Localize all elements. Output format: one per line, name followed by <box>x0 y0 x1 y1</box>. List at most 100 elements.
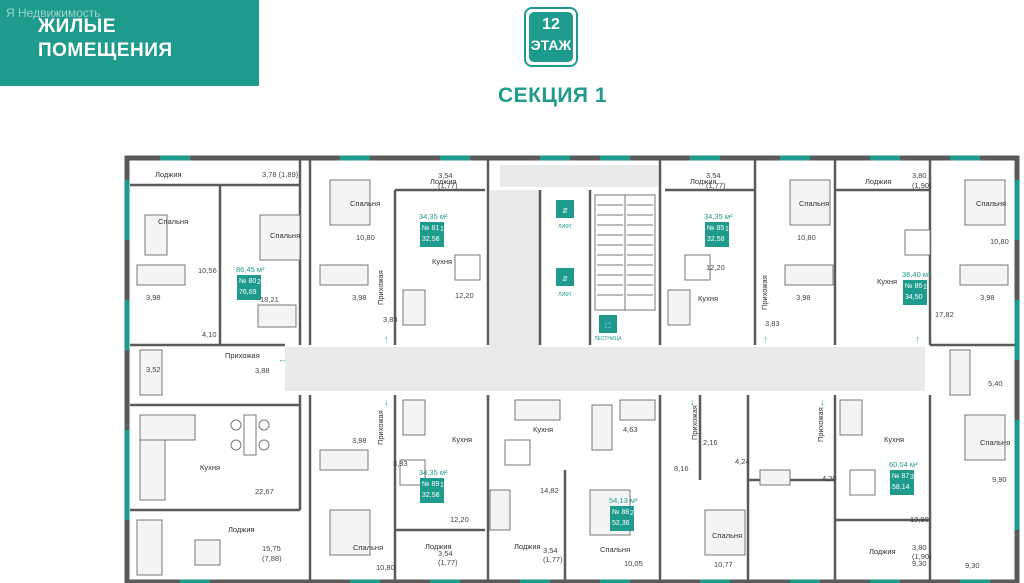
room-label: 12,20 <box>455 291 474 300</box>
windows <box>124 155 1020 583</box>
room-label: 12,20 <box>450 515 469 524</box>
room-label: Прихожая <box>760 275 769 310</box>
room-label: Спальня <box>712 531 742 540</box>
apt-rooms: 1 <box>923 284 927 291</box>
apt-number: № 87 <box>892 473 909 480</box>
room-label: (1,77) <box>438 181 458 190</box>
staircase <box>594 194 656 311</box>
stairs-label: ЛЕСТНИЦА <box>594 336 622 342</box>
floor-number: 12 <box>542 16 560 33</box>
svg-text:⇵: ⇵ <box>562 276 568 283</box>
apt-rooms: 1 <box>440 482 444 489</box>
apt-area: 36,40 м² <box>902 270 931 279</box>
room-label: 4,24 <box>735 457 750 466</box>
room-label: Прихожая <box>376 270 385 305</box>
apt-area: 54,13 м² <box>609 496 638 505</box>
room-label: 3,54 <box>543 546 558 555</box>
watermark-text: Я Недвижимость <box>6 6 101 20</box>
room-label: Спальня <box>799 199 829 208</box>
room-label: 3,52 <box>146 365 161 374</box>
room-label: 4,10 <box>202 330 217 339</box>
room-label: 3,54 <box>706 171 721 180</box>
room-label: Спальня <box>350 199 380 208</box>
apt-area: 34,35 м² <box>704 212 733 221</box>
room-label: Кухня <box>533 425 553 434</box>
lift-icon-2: ⇵ <box>556 268 574 286</box>
room-label: (1,77) <box>543 555 563 564</box>
room-label: Спальня <box>600 545 630 554</box>
header-line-1: ЖИЛЫЕ <box>38 16 116 37</box>
room-label: 9,30 <box>965 561 980 570</box>
room-label: 22,67 <box>255 487 274 496</box>
room-label: Спальня <box>980 438 1010 447</box>
floor-badge: 12 ЭТАЖ <box>524 7 578 67</box>
elevator-hall <box>490 190 540 390</box>
apt-area: 34,35 м² <box>419 468 448 477</box>
room-label: 2,16 <box>703 438 718 447</box>
apt-living-area: 76,69 <box>239 289 257 296</box>
lift-label-2: ЛИФТ <box>558 292 571 298</box>
apt-rooms: 3 <box>910 474 914 481</box>
apt-living-area: 52,36 <box>612 520 630 527</box>
room-label: Лоджия <box>869 547 896 556</box>
room-label: Лоджия <box>690 177 717 186</box>
apt-number: № 81 <box>422 225 439 232</box>
room-label: 3,83 <box>393 459 408 468</box>
room-label: 3,80 <box>912 171 927 180</box>
apt-living-area: 34,50 <box>905 294 923 301</box>
room-label: Прихожая <box>225 351 260 360</box>
room-label: Лоджия <box>228 525 255 534</box>
room-label: 3,98 <box>796 293 811 302</box>
room-label: Кухня <box>452 435 472 444</box>
room-label: Спальня <box>158 217 188 226</box>
svg-text:←: ← <box>278 354 287 364</box>
apt-tag-87 <box>890 470 914 495</box>
floor-label: ЭТАЖ <box>530 37 572 53</box>
room-label: 9,30 <box>912 559 927 568</box>
room-label: 10,80 <box>797 233 816 242</box>
svg-text:↑: ↑ <box>763 334 768 344</box>
stairs-icon: ⛶ <box>599 315 617 333</box>
room-label: Кухня <box>884 435 904 444</box>
svg-text:↑: ↑ <box>384 334 389 344</box>
room-label: Кухня <box>432 257 452 266</box>
section-title: СЕКЦИЯ 1 <box>498 84 608 107</box>
room-label: (1,77) <box>438 558 458 567</box>
apt-living-area: 32,58 <box>707 236 725 243</box>
room-label: Лоджия <box>155 170 182 179</box>
room-label: 4,63 <box>623 425 638 434</box>
outer-wall <box>124 155 1020 583</box>
svg-text:⛶: ⛶ <box>606 322 611 330</box>
room-label: Прихожая <box>690 405 699 440</box>
apt-rooms: 1 <box>440 226 444 233</box>
room-label: 8,16 <box>674 464 689 473</box>
apt-number: № 85 <box>707 225 724 232</box>
room-label: Лоджия <box>514 542 541 551</box>
room-label: 17,82 <box>935 310 954 319</box>
room-label: 3,98 <box>980 293 995 302</box>
svg-text:↓: ↓ <box>690 397 695 407</box>
svg-text:↓: ↓ <box>384 397 389 407</box>
room-label: Лоджия <box>865 177 892 186</box>
room-label: Спальня <box>976 199 1006 208</box>
room-label: (1,77) <box>706 181 726 190</box>
room-label: 9,90 <box>992 475 1007 484</box>
apt-living-area: 58,14 <box>892 484 910 491</box>
room-label: 3,88 <box>255 366 270 375</box>
apt-area: 60,04 м² <box>889 460 918 469</box>
apt-tag-85 <box>705 222 729 247</box>
apt-number: № 80 <box>239 278 256 285</box>
apt-tag-80 <box>237 275 261 300</box>
apt-rooms: 2 <box>257 279 261 286</box>
room-label: 4,20 <box>822 474 837 483</box>
svg-text:↓: ↓ <box>820 397 825 407</box>
room-label: 10,80 <box>356 233 375 242</box>
apt-rooms: 1 <box>725 226 729 233</box>
room-label: 3,98 <box>352 293 367 302</box>
room-label: Лоджия <box>430 177 457 186</box>
apt-number: № 89 <box>422 481 439 488</box>
fixtures <box>136 179 1009 576</box>
